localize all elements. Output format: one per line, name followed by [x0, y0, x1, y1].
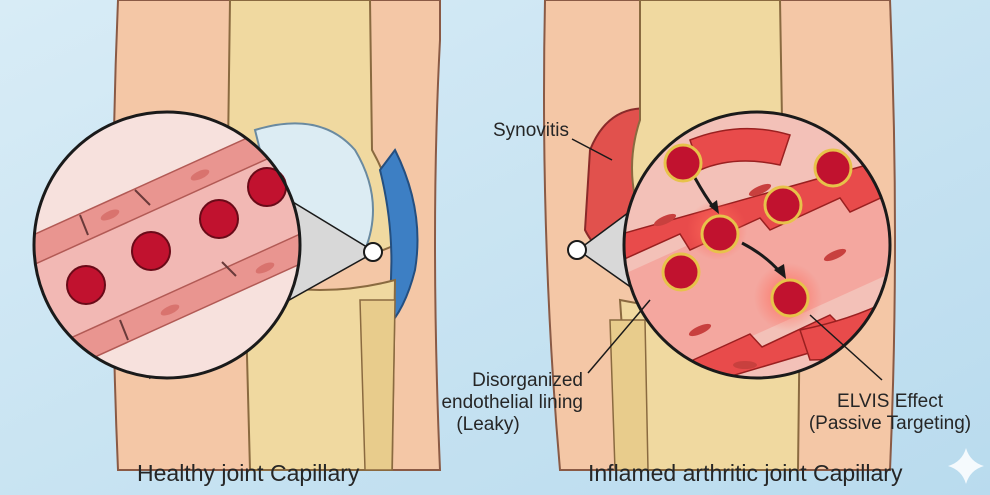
endothelial-label: Disorganized endothelial lining (Leaky) [413, 370, 583, 436]
blood-cell [815, 150, 851, 186]
blood-cell [765, 187, 801, 223]
endothelial-line: (Leaky) [413, 414, 563, 436]
magnify-point-right [568, 241, 586, 259]
blood-cell [67, 266, 105, 304]
blood-cell [665, 145, 701, 181]
endothelial-line: endothelial lining [413, 392, 583, 414]
endothelial-line: Disorganized [413, 370, 583, 392]
blood-cell [702, 216, 738, 252]
blood-cell [663, 254, 699, 290]
inflamed-caption: Inflamed arthritic joint Capillary [588, 460, 902, 487]
elvis-line: ELVIS Effect [795, 391, 985, 413]
magnify-point-left [364, 243, 382, 261]
synovitis-label: Synovitis [493, 120, 569, 142]
blood-cell [772, 280, 808, 316]
blood-cell [200, 200, 238, 238]
blood-cell [132, 232, 170, 270]
elvis-label: ELVIS Effect (Passive Targeting) [795, 391, 985, 435]
elvis-line: (Passive Targeting) [795, 413, 985, 435]
healthy-caption: Healthy joint Capillary [137, 460, 359, 487]
